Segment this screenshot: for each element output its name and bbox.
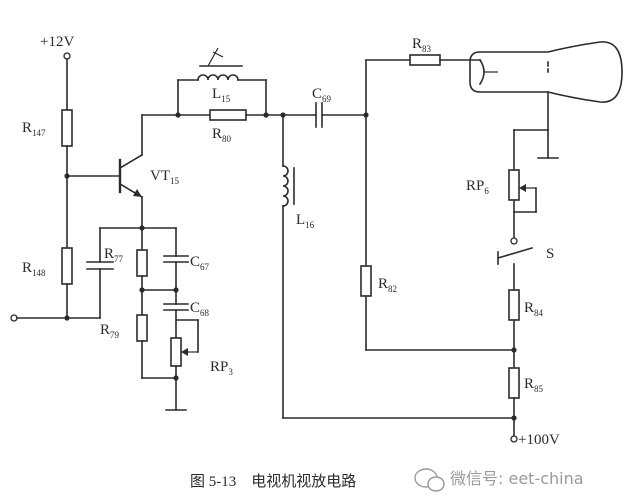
- potentiometer-rp6: [508, 169, 520, 201]
- label-r77: R77: [104, 246, 124, 264]
- figure-caption: 图 5-13 电视机视放电路: [190, 473, 356, 490]
- supply-terminal-100v: [510, 435, 518, 443]
- label-rp6: RP6: [466, 178, 489, 196]
- label-vt15: VT15: [150, 168, 180, 186]
- label-r82: R82: [378, 276, 397, 294]
- label-supply-100v: +100V: [518, 432, 560, 448]
- picture-tube: [469, 41, 623, 103]
- label-supply-12v: +12V: [40, 34, 74, 50]
- watermark-text: 微信号: eet-china: [450, 469, 584, 488]
- resistor-r83: [409, 54, 441, 66]
- label-c69: C69: [312, 86, 332, 104]
- resistor-r147: [61, 109, 73, 147]
- label-r84: R84: [524, 300, 544, 318]
- inductor-l15: [197, 74, 239, 81]
- potentiometer-rp3: [170, 337, 182, 367]
- supply-terminal-12v: [63, 52, 71, 60]
- wechat-icon: [414, 468, 445, 492]
- switch-s: [497, 247, 533, 259]
- label-l16: L16: [296, 212, 315, 230]
- label-r80: R80: [212, 126, 232, 144]
- label-rp3: RP3: [210, 359, 233, 377]
- resistor-r80: [209, 109, 247, 121]
- label-c67: C67: [190, 254, 210, 272]
- input-terminal: [10, 314, 18, 322]
- label-r79: R79: [100, 322, 120, 340]
- resistor-r79: [136, 314, 148, 342]
- inductor-l16: [282, 165, 289, 207]
- label-r147: R147: [22, 120, 46, 138]
- label-l15: L15: [212, 86, 231, 104]
- label-switch-s: S: [546, 246, 554, 262]
- resistor-r82: [360, 265, 372, 297]
- label-r148: R148: [22, 260, 46, 278]
- label-r85: R85: [524, 376, 544, 394]
- label-c68: C68: [190, 300, 210, 318]
- resistor-r84: [508, 289, 520, 321]
- resistor-r77: [136, 249, 148, 277]
- resistor-r85: [508, 367, 520, 399]
- transistor-vt15: [118, 153, 144, 199]
- label-r83: R83: [412, 36, 432, 54]
- resistor-r148: [61, 247, 73, 285]
